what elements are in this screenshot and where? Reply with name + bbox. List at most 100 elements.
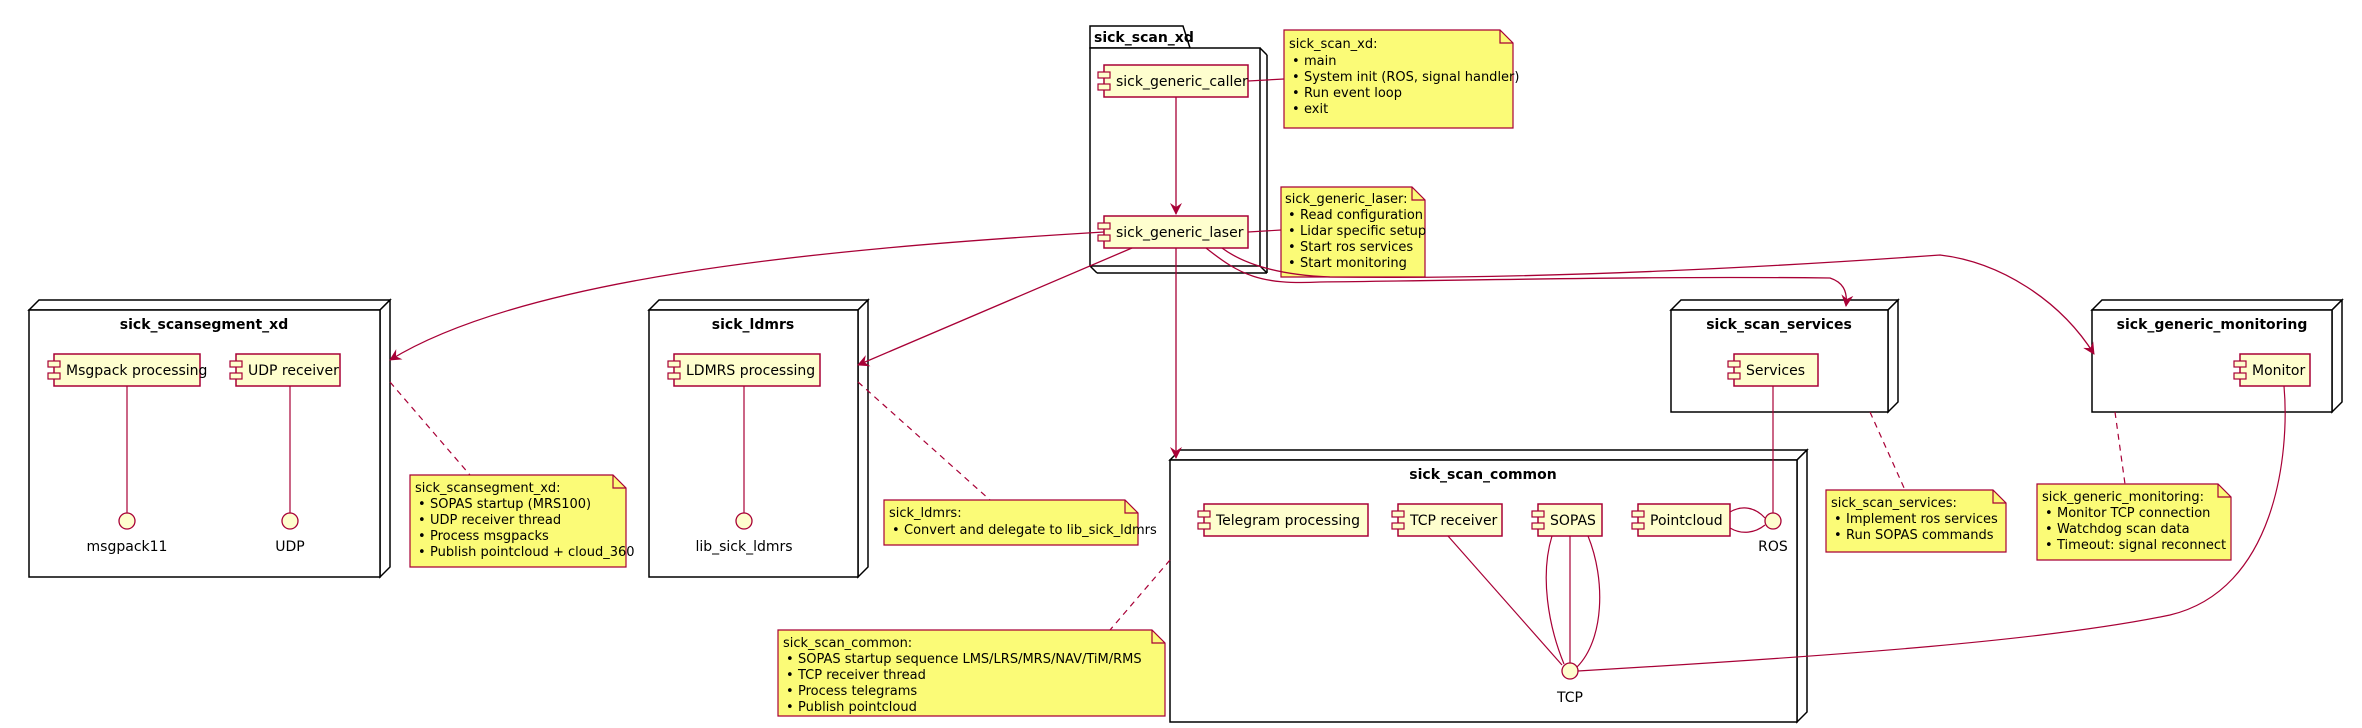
edge-laser-to-services (1205, 247, 1854, 307)
note-sick-scan-xd: sick_scan_xd: • main • System init (ROS,… (1247, 29, 1519, 129)
note-item: Monitor TCP connection (2057, 506, 2210, 521)
component-icon (1631, 510, 1645, 518)
svg-text:•: • (786, 700, 794, 715)
note-sick-ldmrs: sick_ldmrs: • Convert and delegate to li… (857, 381, 1157, 546)
edge-pointcloud-to-ros (1729, 507, 1766, 519)
component-label: Pointcloud (1650, 513, 1723, 529)
component-pointcloud[interactable]: Pointcloud (1631, 503, 1731, 537)
svg-text:•: • (1292, 86, 1300, 101)
interface-ros: ROS (1758, 512, 1788, 555)
note-item: Start ros services (1300, 240, 1413, 255)
note-title: sick_generic_monitoring: (2042, 490, 2204, 505)
svg-text:•: • (418, 529, 426, 544)
svg-text:•: • (1292, 70, 1300, 85)
node-title: sick_ldmrs (712, 317, 794, 333)
node-title: sick_generic_monitoring (2117, 317, 2308, 333)
component-label: Msgpack processing (66, 363, 207, 379)
component-icon (1097, 222, 1111, 230)
component-label: Telegram processing (1215, 513, 1360, 529)
edge-sopas-to-tcp-1 (1545, 535, 1565, 665)
node-title: sick_scansegment_xd (120, 317, 288, 333)
note-item: Publish pointcloud (798, 700, 917, 715)
component-icon (1531, 510, 1545, 518)
node-sick-scansegment-xd: sick_scansegment_xd (27, 298, 392, 579)
edge-sopas-to-tcp-3 (1576, 535, 1601, 668)
note-item: UDP receiver thread (430, 513, 561, 528)
note-item: System init (ROS, signal handler) (1304, 70, 1519, 85)
component-icon (47, 360, 61, 368)
component-label: UDP receiver (248, 363, 339, 379)
edge-laser-to-ldmrs (857, 247, 1133, 367)
note-item: Convert and delegate to lib_sick_ldmrs (904, 523, 1157, 538)
svg-text:•: • (1292, 102, 1300, 117)
svg-text:•: • (1834, 512, 1842, 527)
component-ldmrs-processing[interactable]: LDMRS processing (667, 353, 821, 387)
note-title: sick_scansegment_xd: (415, 481, 561, 496)
component-sopas[interactable]: SOPAS (1531, 503, 1603, 537)
component-label: LDMRS processing (686, 363, 815, 379)
note-title: sick_scan_common: (783, 636, 912, 651)
note-item: Run event loop (1304, 86, 1402, 101)
svg-text:•: • (786, 684, 794, 699)
edge-laser-to-monitoring (1221, 247, 2095, 355)
component-icon (667, 360, 681, 368)
edge-monitor-to-tcp (1577, 385, 2286, 672)
component-telegram-processing[interactable]: Telegram processing (1197, 503, 1369, 537)
note-item: main (1304, 54, 1336, 69)
node-sick-scan-common: sick_scan_common (1168, 448, 1809, 724)
component-msgpack-processing[interactable]: Msgpack processing (47, 353, 207, 387)
note-title: sick_ldmrs: (889, 506, 962, 521)
note-title: sick_generic_laser: (1285, 192, 1408, 207)
component-label: Monitor (2252, 363, 2305, 379)
component-icon (1097, 71, 1111, 79)
node-title: sick_scan_common (1409, 467, 1556, 483)
note-item: Run SOPAS commands (1846, 528, 1994, 543)
component-icon (1391, 510, 1405, 518)
svg-text:•: • (2045, 538, 2053, 553)
interface-lib-sick-ldmrs: lib_sick_ldmrs (695, 512, 793, 555)
interface-label: UDP (275, 539, 304, 555)
svg-text:•: • (1288, 224, 1296, 239)
note-item: Process telegrams (798, 684, 917, 699)
component-sick-generic-laser[interactable]: sick_generic_laser (1097, 215, 1249, 249)
interface-tcp: TCP (1556, 662, 1583, 706)
edge-tcp-receiver-to-tcp (1447, 535, 1563, 666)
package-title: sick_scan_xd (1094, 30, 1194, 46)
component-label: Services (1746, 363, 1805, 379)
note-sick-scan-services: sick_scan_services: • Implement ros serv… (1825, 411, 2007, 553)
component-icon (2233, 360, 2247, 368)
component-udp-receiver[interactable]: UDP receiver (229, 353, 341, 387)
node-sick-ldmrs: sick_ldmrs (647, 298, 870, 579)
node-title: sick_scan_services (1706, 317, 1852, 333)
note-sick-scansegment-xd: sick_scansegment_xd: • SOPAS startup (MR… (389, 381, 635, 568)
svg-text:•: • (418, 545, 426, 560)
svg-text:•: • (418, 513, 426, 528)
note-item: Read configuration (1300, 208, 1423, 223)
note-title: sick_scan_xd: (1289, 37, 1378, 52)
svg-text:•: • (1292, 54, 1300, 69)
svg-text:•: • (786, 668, 794, 683)
svg-text:•: • (2045, 522, 2053, 537)
component-monitor[interactable]: Monitor (2233, 353, 2311, 387)
component-label: sick_generic_caller (1116, 74, 1248, 90)
svg-text:•: • (1288, 240, 1296, 255)
svg-text:•: • (1834, 528, 1842, 543)
note-item: Process msgpacks (430, 529, 549, 544)
note-item: Implement ros services (1846, 512, 1998, 527)
edge-pointcloud-to-ros-2 (1729, 524, 1766, 533)
component-icon (1197, 510, 1211, 518)
component-label: sick_generic_laser (1116, 225, 1244, 241)
interface-label: ROS (1758, 539, 1788, 555)
note-item: SOPAS startup (MRS100) (430, 497, 591, 512)
interface-label: msgpack11 (87, 539, 168, 555)
svg-text:•: • (892, 523, 900, 538)
note-item: Start monitoring (1300, 256, 1407, 271)
note-item: TCP receiver thread (797, 668, 926, 683)
component-sick-generic-caller[interactable]: sick_generic_caller (1097, 64, 1249, 98)
component-icon (229, 360, 243, 368)
note-title: sick_scan_services: (1831, 496, 1957, 511)
note-item: SOPAS startup sequence LMS/LRS/MRS/NAV/T… (798, 652, 1142, 667)
component-services[interactable]: Services (1727, 353, 1819, 387)
component-tcp-receiver[interactable]: TCP receiver (1391, 503, 1503, 537)
interface-label: lib_sick_ldmrs (695, 539, 792, 555)
